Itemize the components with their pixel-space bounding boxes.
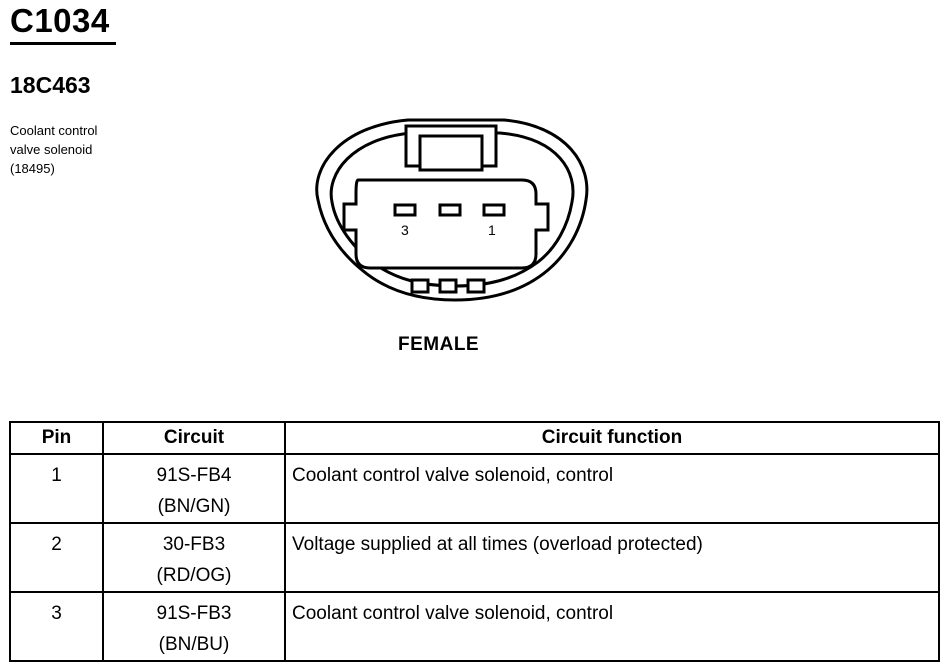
part-number: 18C463: [10, 72, 91, 98]
circuit-function-cell: Voltage supplied at all times (overload …: [284, 522, 940, 593]
table-row: 2 30-FB3 (RD/OG) Voltage supplied at all…: [9, 522, 940, 593]
table-row: 1 91S-FB4 (BN/GN) Coolant control valve …: [9, 453, 940, 524]
pin-label-1: 1: [488, 222, 496, 238]
connector-face-diagram: 3 1: [315, 118, 589, 302]
pinout-table: Pin Circuit Circuit function 1 91S-FB4 (…: [9, 421, 940, 662]
circuit-id: 30-FB3: [162, 534, 226, 555]
circuit-cell: 91S-FB3 (BN/BU): [102, 591, 286, 662]
component-description-line: Coolant control: [10, 123, 98, 138]
circuit-cell: 91S-FB4 (BN/GN): [102, 453, 286, 524]
header-circuit-function: Circuit function: [284, 421, 940, 455]
pin-cell: 3: [9, 591, 104, 662]
bottom-key: [438, 278, 458, 294]
wire-color: (RD/OG): [156, 565, 232, 586]
wire-color: (BN/GN): [157, 496, 231, 517]
pin-slot-1: [482, 203, 506, 217]
component-description-line: valve solenoid: [10, 142, 93, 157]
header-circuit: Circuit: [102, 421, 286, 455]
connector-id: C1034: [10, 2, 110, 39]
pin-slot-3: [393, 203, 417, 217]
circuit-function-cell: Coolant control valve solenoid, control: [284, 591, 940, 662]
pin-cell: 1: [9, 453, 104, 524]
pin-cell: 2: [9, 522, 104, 593]
terminal-cavity: [342, 178, 550, 270]
bottom-key: [410, 278, 430, 294]
locking-tab-inner: [418, 134, 484, 172]
table-row: 3 91S-FB3 (BN/BU) Coolant control valve …: [9, 591, 940, 662]
circuit-id: 91S-FB3: [156, 603, 232, 624]
component-description-line: (18495): [10, 161, 55, 176]
header-pin: Pin: [9, 421, 104, 455]
circuit-cell: 30-FB3 (RD/OG): [102, 522, 286, 593]
table-header-row: Pin Circuit Circuit function: [9, 421, 940, 455]
connector-id-underline: [10, 42, 116, 45]
connector-outer-shell: [315, 118, 589, 302]
pin-label-3: 3: [401, 222, 409, 238]
bottom-key: [466, 278, 486, 294]
component-description: Coolant control valve solenoid (18495): [10, 121, 97, 178]
wire-color: (BN/BU): [158, 634, 230, 655]
connector-view-label: FEMALE: [398, 334, 480, 355]
circuit-function-cell: Coolant control valve solenoid, control: [284, 453, 940, 524]
pin-slot-2: [438, 203, 462, 217]
circuit-id: 91S-FB4: [156, 465, 232, 486]
